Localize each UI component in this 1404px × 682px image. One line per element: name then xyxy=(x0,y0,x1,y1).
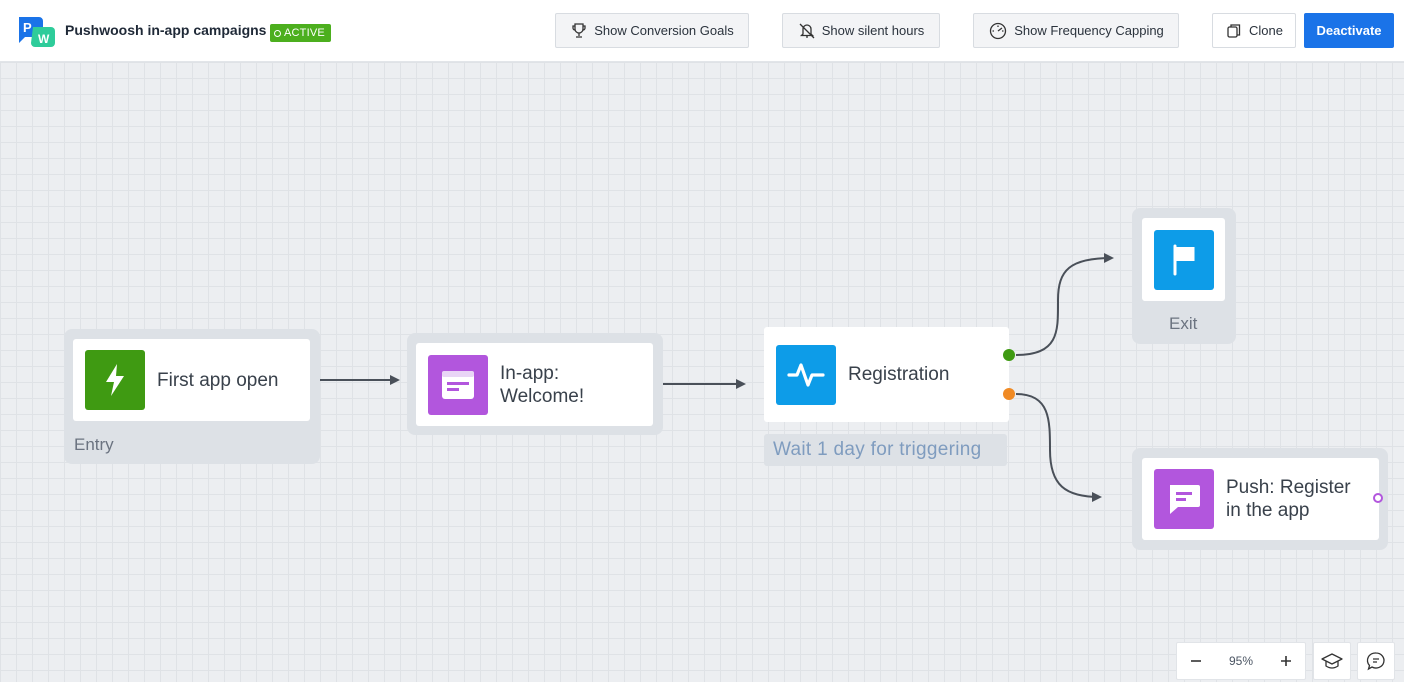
entry-caption: Entry xyxy=(74,435,114,454)
flag-icon xyxy=(1153,229,1214,290)
show-frequency-capping-label: Show Frequency Capping xyxy=(1014,23,1164,38)
pulse-icon xyxy=(776,344,836,405)
svg-text:P: P xyxy=(23,20,32,35)
clone-label: Clone xyxy=(1249,23,1283,38)
svg-text:W: W xyxy=(38,32,50,46)
campaign-title: Pushwoosh in-app campaigns xyxy=(65,22,267,38)
chat-bubble-icon xyxy=(1366,652,1385,671)
deactivate-button[interactable]: Deactivate xyxy=(1304,13,1394,48)
graduation-cap-icon xyxy=(1321,653,1343,669)
push-message-icon xyxy=(1154,469,1214,529)
zoom-controls: 95% xyxy=(1176,642,1306,680)
flow-canvas[interactable] xyxy=(0,62,1404,682)
registration-node[interactable]: Registration xyxy=(764,327,1009,422)
push-node-label-line1: Push: Register xyxy=(1226,477,1351,498)
minus-icon xyxy=(1191,660,1201,662)
zoom-out-button[interactable] xyxy=(1187,652,1205,670)
status-dot-icon xyxy=(274,29,281,37)
gauge-icon xyxy=(990,22,1007,39)
plus-icon xyxy=(1281,656,1291,666)
registration-wait-caption: Wait 1 day for triggering xyxy=(764,434,1007,466)
entry-node[interactable]: First app open xyxy=(73,339,310,421)
zoom-in-button[interactable] xyxy=(1277,652,1295,670)
zoom-level: 95% xyxy=(1228,654,1254,668)
show-silent-hours-label: Show silent hours xyxy=(821,23,925,38)
inapp-node-label-line2: Welcome! xyxy=(500,385,585,407)
status-badge: ACTIVE xyxy=(270,24,331,42)
exit-node[interactable] xyxy=(1142,218,1225,301)
tutorial-button[interactable] xyxy=(1313,642,1351,680)
trophy-icon xyxy=(572,22,586,38)
push-output-port[interactable] xyxy=(1373,493,1383,503)
registration-no-port[interactable] xyxy=(1003,388,1015,400)
push-node-label-line2: in the app xyxy=(1226,500,1310,521)
lightning-icon xyxy=(85,350,145,410)
copy-icon xyxy=(1227,23,1241,38)
clone-button[interactable]: Clone xyxy=(1212,13,1296,48)
push-node-label: Push: Register in the app xyxy=(1226,476,1351,522)
show-silent-hours-button[interactable]: Show silent hours xyxy=(782,13,940,48)
status-badge-label: ACTIVE xyxy=(284,27,325,39)
show-conversion-goals-label: Show Conversion Goals xyxy=(594,23,734,38)
feedback-button[interactable] xyxy=(1357,642,1395,680)
show-frequency-capping-button[interactable]: Show Frequency Capping xyxy=(973,13,1179,48)
inapp-node-label: In-app: Welcome! xyxy=(500,362,584,408)
registration-yes-port[interactable] xyxy=(1003,349,1015,361)
inapp-node[interactable]: In-app: Welcome! xyxy=(416,343,653,426)
exit-caption: Exit xyxy=(1169,314,1198,333)
bell-off-icon xyxy=(799,23,815,38)
pushwoosh-logo: P W xyxy=(19,17,55,47)
top-bar: P W Pushwoosh in-app campaigns ACTIVE Sh… xyxy=(0,0,1404,62)
show-conversion-goals-button[interactable]: Show Conversion Goals xyxy=(555,13,749,48)
push-node[interactable]: Push: Register in the app xyxy=(1142,458,1383,540)
inapp-node-label-line1: In-app: xyxy=(500,362,560,384)
registration-node-label: Registration xyxy=(848,364,950,385)
entry-node-label: First app open xyxy=(157,369,279,391)
inapp-message-icon xyxy=(428,354,488,415)
